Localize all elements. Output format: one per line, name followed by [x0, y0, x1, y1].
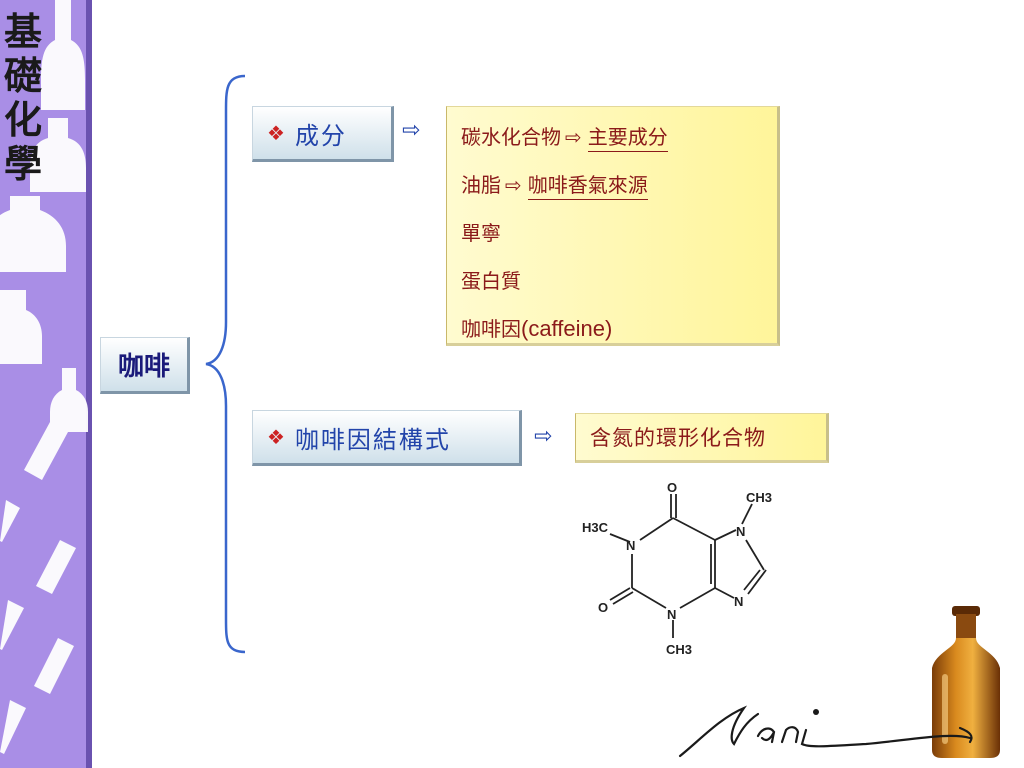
components-label: 成分: [294, 121, 347, 150]
side-title-char: 學: [3, 142, 42, 186]
oxygen-atom-label: O: [598, 600, 608, 615]
right-arrow-icon: ⇨: [565, 125, 582, 149]
side-title-char: 礎: [3, 54, 42, 98]
structure-result: 含氮的環形化合物: [590, 426, 766, 450]
component-name: 蛋白質: [461, 269, 521, 293]
right-arrow-icon: ⇨: [534, 424, 553, 449]
component-name: 咖啡因: [461, 317, 521, 341]
list-item: 油脂⇨咖啡香氣來源: [461, 165, 777, 213]
decorative-side-strip: [0, 0, 92, 768]
caffeine-molecule-diagram: O O N N N N H3C CH3 CH3: [582, 480, 772, 657]
right-arrow-icon: ⇨: [402, 118, 421, 143]
list-item: 碳水化合物⇨主要成分: [461, 117, 777, 165]
component-latin-name: (caffeine): [521, 316, 613, 341]
signature-logo: [678, 705, 973, 758]
structure-box: ❖ 咖啡因結構式: [252, 410, 522, 466]
nitrogen-atom-label: N: [667, 607, 676, 622]
structure-label: 咖啡因結構式: [294, 425, 451, 454]
list-item: 單寧: [461, 213, 777, 261]
methyl-label: CH3: [746, 490, 772, 505]
list-item: 蛋白質: [461, 261, 777, 309]
component-name: 碳水化合物: [461, 125, 561, 149]
components-box: ❖ 成分: [252, 106, 394, 162]
methyl-label: CH3: [666, 642, 692, 657]
curly-brace: [205, 74, 246, 654]
component-note: 主要成分: [587, 125, 668, 152]
oxygen-atom-label: O: [667, 480, 677, 495]
coffee-label: 咖啡: [117, 352, 170, 382]
diamond-bullet-icon: ❖: [267, 425, 285, 449]
nitrogen-atom-label: N: [734, 594, 743, 609]
side-title-char: 基: [3, 10, 42, 54]
bottle-icon: [932, 606, 1000, 758]
component-name: 油脂: [461, 173, 501, 197]
list-item: 咖啡因(caffeine): [461, 309, 777, 357]
structure-result-box: 含氮的環形化合物: [575, 413, 829, 463]
right-arrow-icon: ⇨: [505, 173, 522, 197]
components-list: 碳水化合物⇨主要成分 油脂⇨咖啡香氣來源 單寧 蛋白質 咖啡因(caffeine…: [446, 106, 780, 346]
coffee-box: 咖啡: [100, 337, 190, 394]
nitrogen-atom-label: N: [736, 524, 745, 539]
nitrogen-atom-label: N: [626, 538, 635, 553]
component-note: 咖啡香氣來源: [527, 173, 648, 200]
component-name: 單寧: [461, 221, 501, 245]
methyl-label: H3C: [582, 520, 609, 535]
side-title: 基 礎 化 學: [0, 10, 46, 186]
diamond-bullet-icon: ❖: [267, 121, 285, 145]
side-title-char: 化: [3, 98, 42, 142]
